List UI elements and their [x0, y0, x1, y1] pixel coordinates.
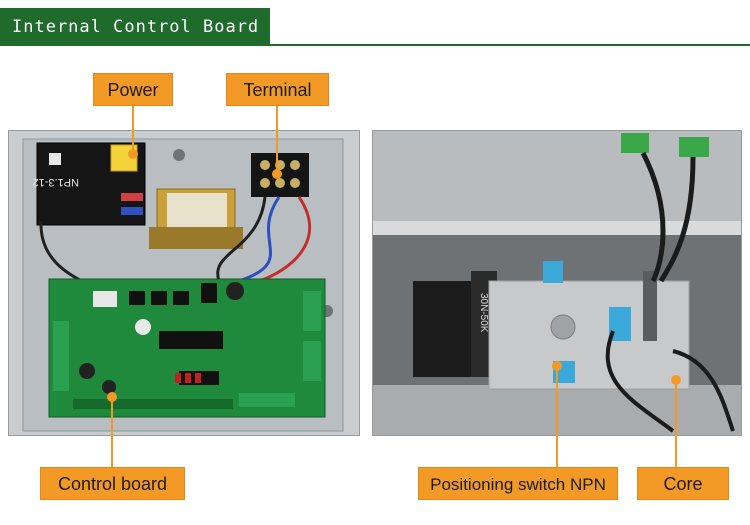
motor-text: 30N-50K: [478, 293, 489, 333]
positioning-switch-dot: [552, 361, 562, 371]
header-divider: [0, 44, 750, 46]
terminal-leader: [276, 106, 278, 172]
power-leader: [132, 106, 134, 152]
power-label: Power: [93, 73, 173, 106]
positioning-switch-photo: 30N-50K: [372, 130, 742, 436]
header-bar: Internal Control Board: [0, 0, 750, 48]
battery-text: NP1.3-12: [33, 176, 79, 188]
page-title: Internal Control Board: [12, 17, 260, 37]
positioning-switch-leader: [556, 367, 558, 467]
positioning-switch-label: Positioning switch NPN: [418, 467, 618, 500]
battery: NP1.3-12: [33, 142, 146, 226]
terminal-dot: [272, 169, 282, 179]
header-tab: [0, 8, 270, 46]
core-label: Core: [637, 467, 729, 500]
motor: 30N-50K: [413, 271, 497, 377]
core-sensor: [643, 271, 657, 341]
control-board-illustration: NP1.3-12: [9, 131, 359, 435]
core-leader: [675, 381, 677, 467]
control-board-photo: NP1.3-12: [8, 130, 360, 436]
terminal-label: Terminal: [226, 73, 329, 106]
control-board-label: Control board: [40, 467, 185, 500]
control-board-leader: [111, 398, 113, 467]
core-dot: [671, 375, 681, 385]
control-board-pcb: [48, 278, 326, 418]
power-dot: [128, 149, 138, 159]
positioning-switch-illustration: 30N-50K: [373, 131, 741, 435]
proximity-switch-top: [543, 261, 563, 283]
control-board-dot: [107, 392, 117, 402]
transformer: [149, 188, 243, 249]
